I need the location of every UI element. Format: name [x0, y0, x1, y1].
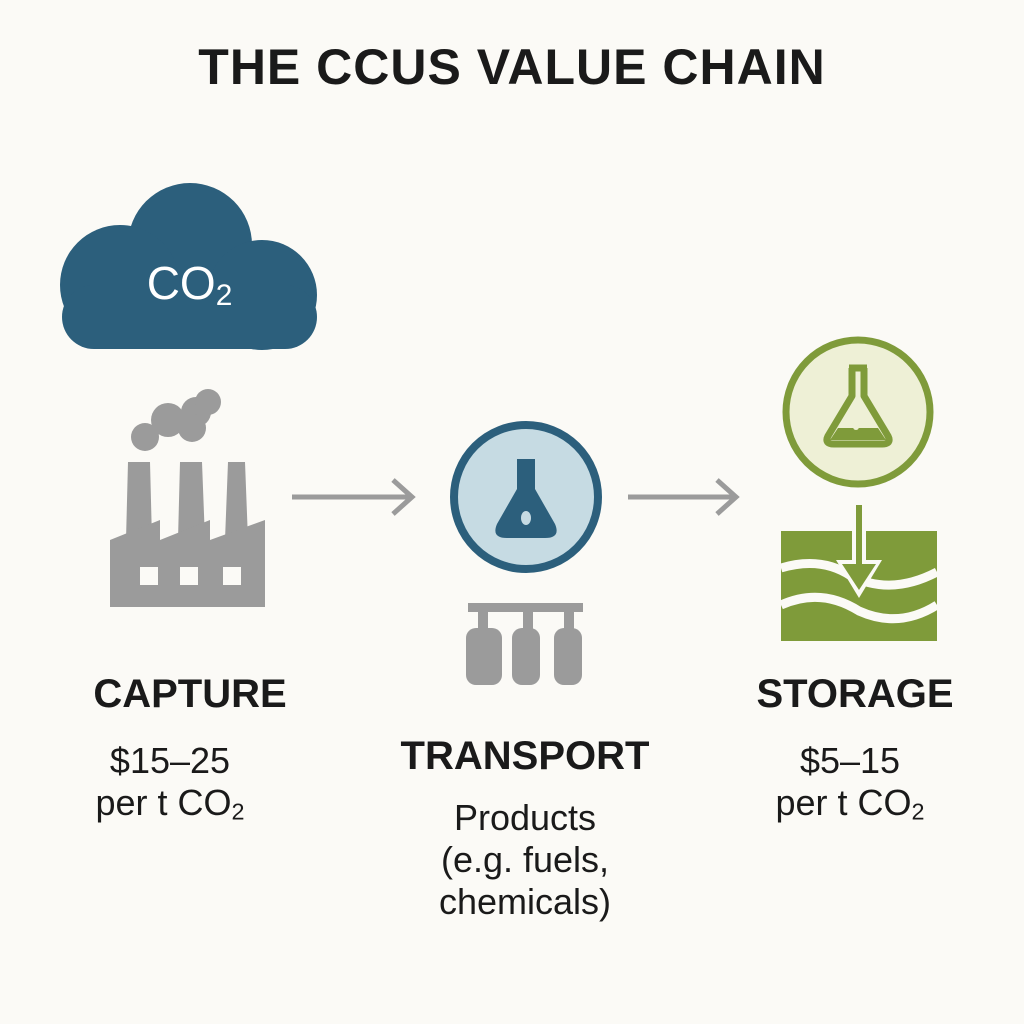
- cloud-icon: [60, 183, 317, 350]
- stage-transport-title: TRANSPORT: [400, 734, 650, 778]
- unit-subscript: 2: [231, 798, 245, 825]
- storage-cost-unit: per t CO2: [700, 782, 1000, 833]
- transport-line: (e.g. fuels,: [440, 839, 610, 880]
- unit-subscript: 2: [911, 798, 925, 825]
- unit-text: per t CO: [95, 782, 232, 823]
- flask-icon: [782, 336, 934, 488]
- cloud-label: CO2: [62, 256, 317, 313]
- pipeline-bottles-icon: [466, 603, 583, 685]
- capture-cost-unit: per t CO2: [20, 782, 320, 833]
- flask-icon: [450, 421, 602, 573]
- stage-storage-title: STORAGE: [756, 672, 954, 716]
- stage-capture-cost: $15–25 per t CO2: [20, 740, 320, 833]
- unit-text: per t CO: [775, 782, 912, 823]
- underground-storage-icon: [779, 505, 940, 641]
- stage-capture-title: CAPTURE: [93, 672, 287, 716]
- stage-transport-description: Products (e.g. fuels, chemicals): [360, 797, 690, 923]
- page-title: THE CCUS VALUE CHAIN: [198, 39, 826, 95]
- co2-subscript: 2: [215, 278, 233, 312]
- factory-icon: [110, 389, 265, 607]
- arrow-icon: [628, 478, 740, 516]
- transport-line: chemicals): [438, 881, 612, 922]
- storage-cost-range: $5–15: [799, 740, 901, 781]
- transport-line: Products: [453, 797, 597, 838]
- stage-storage-cost: $5–15 per t CO2: [700, 740, 1000, 833]
- capture-cost-range: $15–25: [109, 740, 231, 781]
- arrow-icon: [292, 478, 416, 516]
- co2-text: CO: [146, 257, 216, 309]
